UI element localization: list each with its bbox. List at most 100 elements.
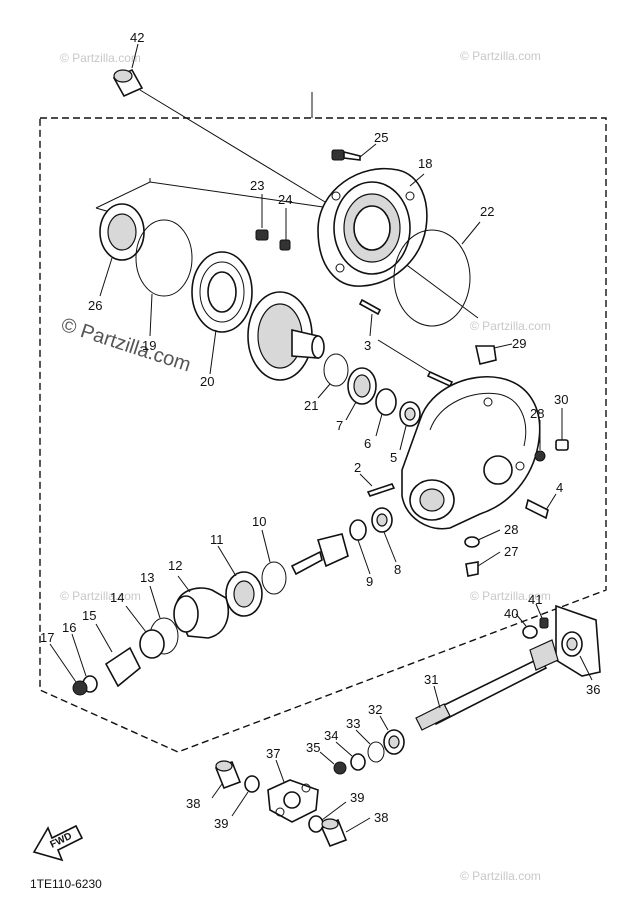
- part-32-bearing: [379, 715, 405, 755]
- callout-34: 34: [324, 728, 338, 743]
- part-23-nut: [255, 194, 269, 241]
- callout-23: 23: [250, 178, 264, 193]
- callout-36: 36: [586, 682, 600, 697]
- callout-12: 12: [168, 558, 182, 573]
- part-21-shim: [317, 353, 349, 399]
- callout-22: 22: [480, 204, 494, 219]
- watermark-top-right: © Partzilla.com: [460, 49, 541, 63]
- part-2-stud: [359, 473, 396, 497]
- part-5-seal: [399, 401, 421, 451]
- callout-8: 8: [394, 562, 401, 577]
- callout-17: 17: [40, 630, 54, 645]
- callout-33: 33: [346, 716, 360, 731]
- part-19-o-ring: [135, 219, 193, 337]
- callout-28-upper: 28: [530, 406, 544, 421]
- callout-14: 14: [110, 590, 124, 605]
- part-14-seal: [125, 605, 165, 659]
- callout-24: 24: [278, 192, 292, 207]
- part-24-nut: [279, 208, 291, 251]
- part-38-bushing-right: [320, 817, 371, 848]
- part-39-seal-left: [231, 775, 260, 817]
- part-25-bolt: [331, 143, 377, 161]
- part-15-boot: [95, 623, 142, 688]
- part-41-bolt: [535, 603, 549, 629]
- part-36-spring-plate: [555, 604, 601, 681]
- ring-gear: [247, 291, 325, 381]
- callout-26: 26: [88, 298, 102, 313]
- callout-29: 29: [512, 336, 526, 351]
- part-40-washer: [515, 613, 538, 639]
- part-30-bolt: [555, 408, 569, 451]
- callout-13: 13: [140, 570, 154, 585]
- pinion-gear-shaft: [290, 533, 349, 576]
- part-10-o-ring: [261, 529, 287, 595]
- callout-28-lower: 28: [504, 522, 518, 537]
- gear-case: [401, 376, 541, 530]
- part-6-washer: [375, 388, 397, 437]
- watermark-bottom-right: © Partzilla.com: [460, 869, 541, 883]
- callout-32: 32: [368, 702, 382, 717]
- part-28-washer-lower: [464, 529, 501, 548]
- part-38-bushing-left: [211, 760, 242, 799]
- callout-39-right: 39: [350, 790, 364, 805]
- part-28-washer-upper: [534, 420, 546, 462]
- callout-31: 31: [424, 672, 438, 687]
- callout-16: 16: [62, 620, 76, 635]
- part-18-housing: [317, 167, 428, 287]
- callout-42: 42: [130, 30, 144, 45]
- callout-6: 6: [364, 436, 371, 451]
- part-3-stud-bolt: [358, 298, 454, 388]
- assembly-boundary: [39, 117, 607, 753]
- callout-21: 21: [304, 398, 318, 413]
- part-8-bearing: [371, 507, 397, 563]
- callout-25: 25: [374, 130, 388, 145]
- callout-15: 15: [82, 608, 96, 623]
- part-4-bolt: [525, 493, 557, 520]
- part-27-plug: [465, 551, 501, 577]
- callout-11: 11: [210, 532, 224, 547]
- callout-18: 18: [418, 156, 432, 171]
- callout-7: 7: [336, 418, 343, 433]
- callout-9: 9: [366, 574, 373, 589]
- callout-2: 2: [354, 460, 361, 475]
- part-35-nut: [319, 751, 347, 775]
- callouts: 42 25 18 23 24 22 26 19 20 3 29 21 7 6 5…: [40, 30, 600, 831]
- part-17-nut: [49, 643, 88, 696]
- callout-39-left: 39: [214, 816, 228, 831]
- callout-40: 40: [504, 606, 518, 621]
- callout-27: 27: [504, 544, 518, 559]
- callout-30: 30: [554, 392, 568, 407]
- callout-20: 20: [200, 374, 214, 389]
- part-26-oil-seal: [99, 203, 145, 297]
- part-20-bearing: [191, 251, 253, 375]
- watermark-top-left: © Partzilla.com: [60, 51, 141, 65]
- callout-38-left: 38: [186, 796, 200, 811]
- callout-10: 10: [252, 514, 266, 529]
- callout-41: 41: [528, 592, 542, 607]
- callout-38-right: 38: [374, 810, 388, 825]
- drawing-code: 1TE110-6230: [30, 877, 102, 891]
- callout-4: 4: [556, 480, 563, 495]
- part-11-bearing: [217, 545, 263, 617]
- fwd-arrow: FWD: [32, 824, 84, 862]
- part-42-collar: [112, 43, 331, 206]
- part-7-race: [345, 367, 377, 421]
- part-9-washer: [349, 519, 371, 575]
- part-29-cap: [475, 343, 513, 365]
- watermark-lower-left: © Partzilla.com: [60, 589, 141, 603]
- part-12-retainer: [173, 575, 230, 639]
- callout-5: 5: [390, 450, 397, 465]
- part-34-washer: [335, 741, 366, 771]
- callout-37: 37: [266, 746, 280, 761]
- callout-19: 19: [142, 338, 156, 353]
- part-33-washer: [355, 729, 385, 763]
- part-37-universal-joint: [267, 759, 319, 823]
- callout-35: 35: [306, 740, 320, 755]
- watermark-lower-right: © Partzilla.com: [470, 589, 551, 603]
- part-31-drive-shaft: [415, 639, 559, 731]
- watermark-mid-right: © Partzilla.com: [470, 319, 551, 333]
- part-22-o-ring: [393, 221, 481, 327]
- callout-3: 3: [364, 338, 371, 353]
- watermark-main: © Partzilla.com: [58, 314, 193, 377]
